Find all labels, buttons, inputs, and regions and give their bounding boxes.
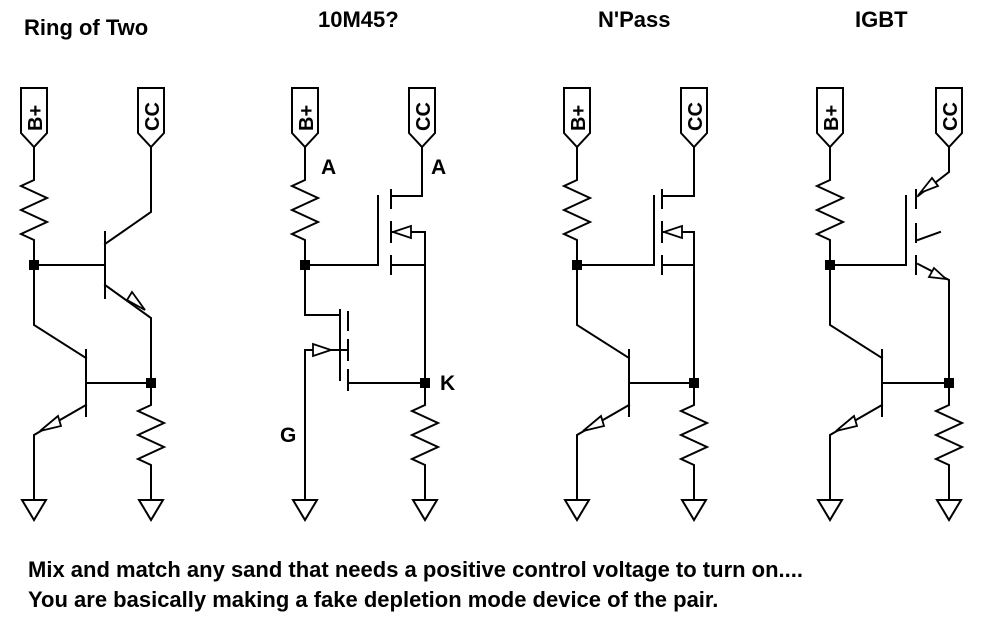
circuit-ring-of-two: B+ CC bbox=[18, 87, 167, 522]
port-b-plus-3 bbox=[563, 87, 591, 149]
junction-dot bbox=[689, 378, 699, 388]
port-b-plus-4 bbox=[816, 87, 844, 149]
ground-icon bbox=[680, 499, 708, 522]
body-arrow bbox=[661, 224, 683, 240]
emitter-arrow bbox=[927, 266, 949, 281]
port-b-plus-label-1: B+ bbox=[25, 105, 47, 131]
caption-line-1: Mix and match any sand that needs a posi… bbox=[28, 557, 804, 582]
resistor-top-3 bbox=[561, 146, 593, 266]
junction-dot bbox=[29, 260, 39, 270]
mosfet-m2-source bbox=[304, 349, 349, 501]
pin-label-anode-left: A bbox=[321, 156, 336, 179]
transistor-q1-emitter bbox=[103, 283, 152, 384]
body-arrow bbox=[312, 342, 334, 358]
junction-dot bbox=[944, 378, 954, 388]
igbt-emitter bbox=[916, 262, 950, 384]
wire bbox=[829, 264, 884, 360]
port-cc-3 bbox=[680, 87, 708, 149]
resistor-bottom-1 bbox=[135, 382, 167, 501]
ground-icon bbox=[563, 499, 591, 522]
port-cc-1 bbox=[137, 87, 165, 149]
resistor-bottom-4 bbox=[933, 382, 965, 501]
igbt-body-stub bbox=[916, 230, 942, 242]
resistor-bottom-3 bbox=[678, 382, 710, 501]
circuit-igbt: B+ CC bbox=[814, 87, 965, 522]
collector-arrow bbox=[917, 176, 940, 196]
pin-label-anode-right: A bbox=[431, 156, 446, 179]
ground-icon bbox=[411, 499, 439, 522]
port-b-plus-label-3: B+ bbox=[568, 105, 590, 131]
junction-dot bbox=[825, 260, 835, 270]
port-b-plus-1 bbox=[20, 87, 48, 149]
junction-dot bbox=[420, 378, 430, 388]
resistor-bottom-2 bbox=[409, 382, 441, 501]
wire bbox=[576, 264, 631, 360]
emitter-arrow bbox=[835, 414, 859, 432]
body-arrow bbox=[390, 224, 412, 240]
title-npass: N'Pass bbox=[598, 7, 671, 32]
transistor-emitter bbox=[576, 403, 631, 501]
mosfet-drain bbox=[661, 146, 695, 197]
emitter-arrow bbox=[582, 414, 606, 432]
ground-icon bbox=[137, 499, 165, 522]
port-cc-2 bbox=[408, 87, 436, 149]
title-10m45: 10M45? bbox=[318, 7, 399, 32]
ground-icon bbox=[935, 499, 963, 522]
wire bbox=[304, 264, 341, 316]
title-ring-of-two: Ring of Two bbox=[24, 15, 148, 40]
transistor-q2-emitter bbox=[33, 403, 88, 501]
title-igbt: IGBT bbox=[855, 7, 908, 32]
wire bbox=[33, 264, 88, 360]
port-cc-label-4: CC bbox=[940, 102, 962, 131]
caption: Mix and match any sand that needs a posi… bbox=[28, 555, 803, 615]
transistor-emitter bbox=[829, 403, 884, 501]
mosfet-body bbox=[661, 231, 695, 384]
circuit-10m45: B+ CC A A K G bbox=[280, 87, 455, 522]
ground-icon bbox=[816, 499, 844, 522]
mosfet-m1-drain bbox=[390, 146, 423, 197]
port-b-plus-label-2: B+ bbox=[296, 105, 318, 131]
resistor-top-2 bbox=[289, 146, 321, 266]
port-b-plus-label-4: B+ bbox=[821, 105, 843, 131]
caption-line-2: You are basically making a fake depletio… bbox=[28, 587, 719, 612]
port-cc-label-2: CC bbox=[413, 102, 435, 131]
port-b-plus-2 bbox=[291, 87, 319, 149]
emitter-arrow bbox=[39, 414, 63, 432]
port-cc-label-1: CC bbox=[142, 102, 164, 131]
pin-label-cathode: K bbox=[440, 372, 455, 395]
port-cc-label-3: CC bbox=[685, 102, 707, 131]
junction-dot bbox=[146, 378, 156, 388]
emitter-arrow bbox=[125, 290, 146, 311]
resistor-top-4 bbox=[814, 146, 846, 266]
ground-icon bbox=[291, 499, 319, 522]
ground-icon bbox=[20, 499, 48, 522]
junction-dot bbox=[572, 260, 582, 270]
resistor-top-1 bbox=[18, 146, 50, 266]
circuit-npass: B+ CC bbox=[561, 87, 710, 522]
pin-label-gate: G bbox=[280, 424, 296, 447]
junction-dot bbox=[300, 260, 310, 270]
port-cc-4 bbox=[935, 87, 963, 149]
mosfet-m1-body bbox=[390, 231, 426, 384]
transistor-q1-collector bbox=[103, 146, 152, 246]
